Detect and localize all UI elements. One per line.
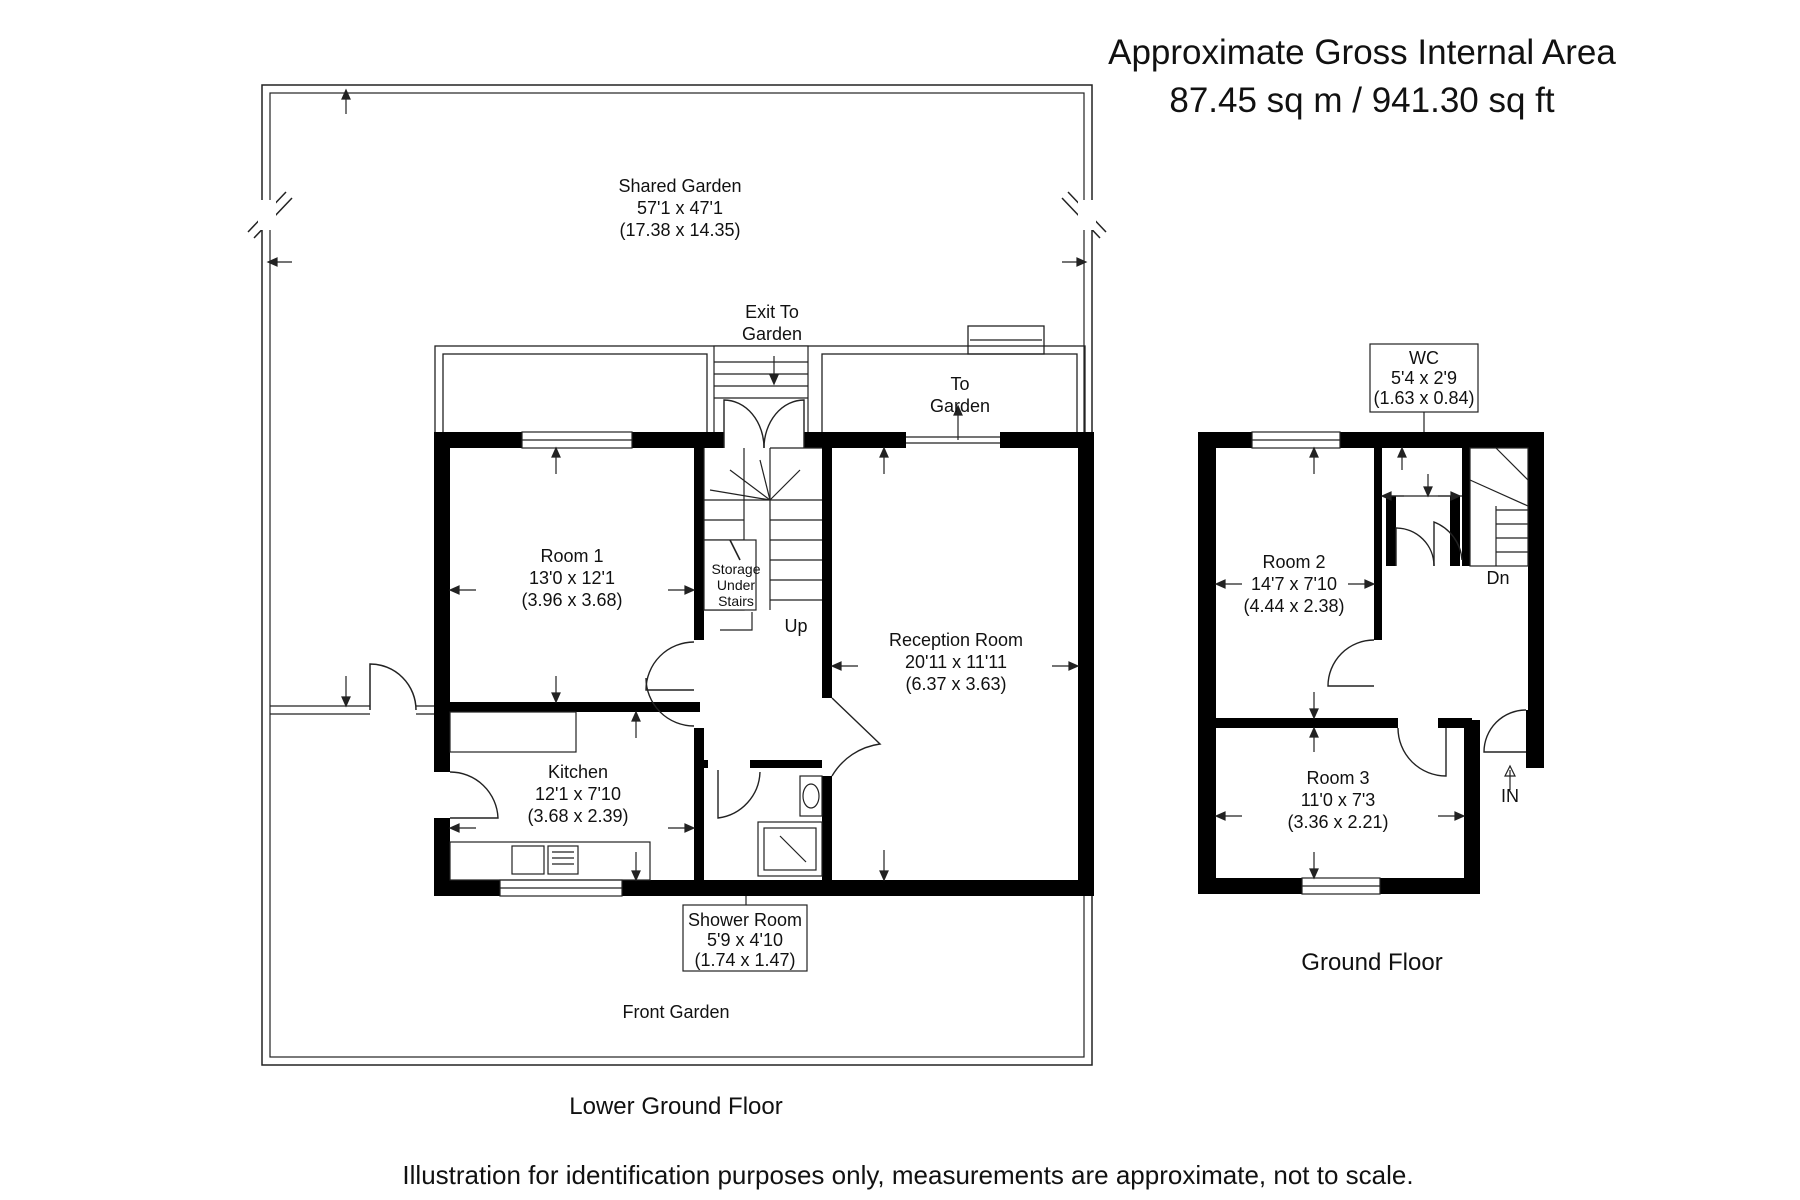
wc-imperial: 5'4 x 2'9 bbox=[1391, 368, 1457, 388]
lower-doors bbox=[449, 641, 882, 819]
shared-garden-imperial: 57'1 x 47'1 bbox=[637, 198, 723, 218]
kitchen-name: Kitchen bbox=[548, 762, 608, 782]
shower-name: Shower Room bbox=[688, 910, 802, 930]
shower-imperial: 5'9 x 4'10 bbox=[707, 930, 783, 950]
reception-name: Reception Room bbox=[889, 630, 1023, 650]
reception-imperial: 20'11 x 11'11 bbox=[905, 652, 1007, 672]
staircase-ground bbox=[1469, 447, 1529, 567]
area-value: 87.45 sq m / 941.30 sq ft bbox=[1169, 81, 1555, 120]
front-garden-label: Front Garden bbox=[622, 1002, 729, 1022]
to-garden-line2: Garden bbox=[930, 396, 990, 416]
room1-imperial: 13'0 x 12'1 bbox=[529, 568, 615, 588]
reception-metric: (6.37 x 3.63) bbox=[905, 674, 1006, 694]
exit-to-garden-line1: Exit To bbox=[745, 302, 799, 322]
wc-metric: (1.63 x 0.84) bbox=[1373, 388, 1474, 408]
stairs-up-label: Up bbox=[784, 616, 807, 636]
storage-line3: Stairs bbox=[718, 593, 754, 609]
ground-windows bbox=[1251, 431, 1381, 895]
kitchen-metric: (3.68 x 2.39) bbox=[527, 806, 628, 826]
french-doors bbox=[723, 399, 805, 449]
room2-imperial: 14'7 x 7'10 bbox=[1251, 574, 1337, 594]
lower-walls bbox=[434, 432, 1094, 896]
ground-floor bbox=[1198, 343, 1544, 895]
shower-metric: (1.74 x 1.47) bbox=[694, 950, 795, 970]
lower-ground-caption: Lower Ground Floor bbox=[569, 1093, 782, 1120]
lower-windows bbox=[499, 431, 1000, 897]
room3-imperial: 11'0 x 7'3 bbox=[1301, 790, 1376, 810]
entrance-in-label: IN bbox=[1501, 786, 1519, 806]
garden-divider bbox=[270, 705, 436, 715]
lower-labels: Shared Garden 57'1 x 47'1 (17.38 x 14.35… bbox=[521, 176, 1023, 1022]
room1-metric: (3.96 x 3.68) bbox=[521, 590, 622, 610]
room3-metric: (3.36 x 2.21) bbox=[1287, 812, 1388, 832]
header: Approximate Gross Internal Area 87.45 sq… bbox=[1108, 33, 1616, 120]
shower-fittings bbox=[757, 775, 823, 877]
ground-floor-caption: Ground Floor bbox=[1301, 949, 1442, 976]
area-title: Approximate Gross Internal Area bbox=[1108, 33, 1616, 72]
staircase-lower bbox=[703, 447, 822, 631]
room2-name: Room 2 bbox=[1262, 552, 1325, 572]
lower-dimension-arrows bbox=[266, 88, 1088, 882]
kitchen-imperial: 12'1 x 7'10 bbox=[535, 784, 621, 804]
room2-metric: (4.44 x 2.38) bbox=[1243, 596, 1344, 616]
disclaimer: Illustration for identification purposes… bbox=[402, 1160, 1413, 1190]
ground-walls bbox=[1198, 432, 1544, 894]
storage-line2: Under bbox=[717, 577, 755, 593]
to-garden-line1: To bbox=[950, 374, 969, 394]
room1-name: Room 1 bbox=[540, 546, 603, 566]
room3-name: Room 3 bbox=[1306, 768, 1369, 788]
stairs-down-label: Dn bbox=[1486, 568, 1509, 588]
ground-doors bbox=[1327, 520, 1527, 777]
garden-gate-door bbox=[369, 663, 417, 711]
exit-to-garden-line2: Garden bbox=[742, 324, 802, 344]
storage-line1: Storage bbox=[711, 561, 760, 577]
ground-dimension-arrows bbox=[1214, 446, 1516, 880]
ground-labels: WC 5'4 x 2'9 (1.63 x 0.84) Room 2 14'7 x… bbox=[1243, 348, 1519, 832]
lower-ground-floor bbox=[247, 84, 1107, 1066]
shared-garden-name: Shared Garden bbox=[618, 176, 741, 196]
kitchen-units bbox=[449, 711, 651, 881]
wc-name: WC bbox=[1409, 348, 1439, 368]
boundary-break-marks bbox=[247, 191, 1107, 239]
shared-garden-metric: (17.38 x 14.35) bbox=[619, 220, 740, 240]
shower-label-box bbox=[682, 904, 808, 972]
